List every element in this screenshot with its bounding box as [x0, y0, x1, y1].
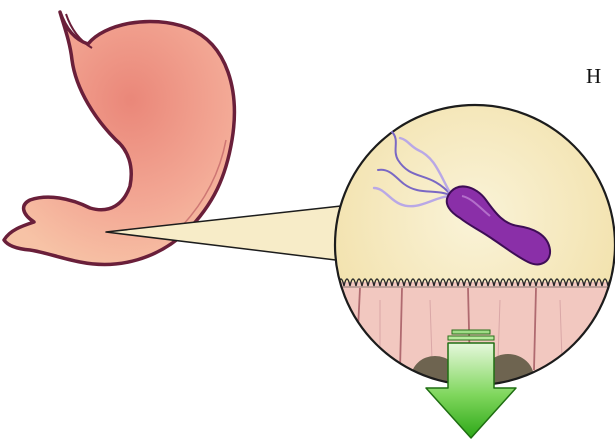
partial-title-text: H [586, 64, 601, 89]
cell-nucleus [553, 358, 597, 402]
